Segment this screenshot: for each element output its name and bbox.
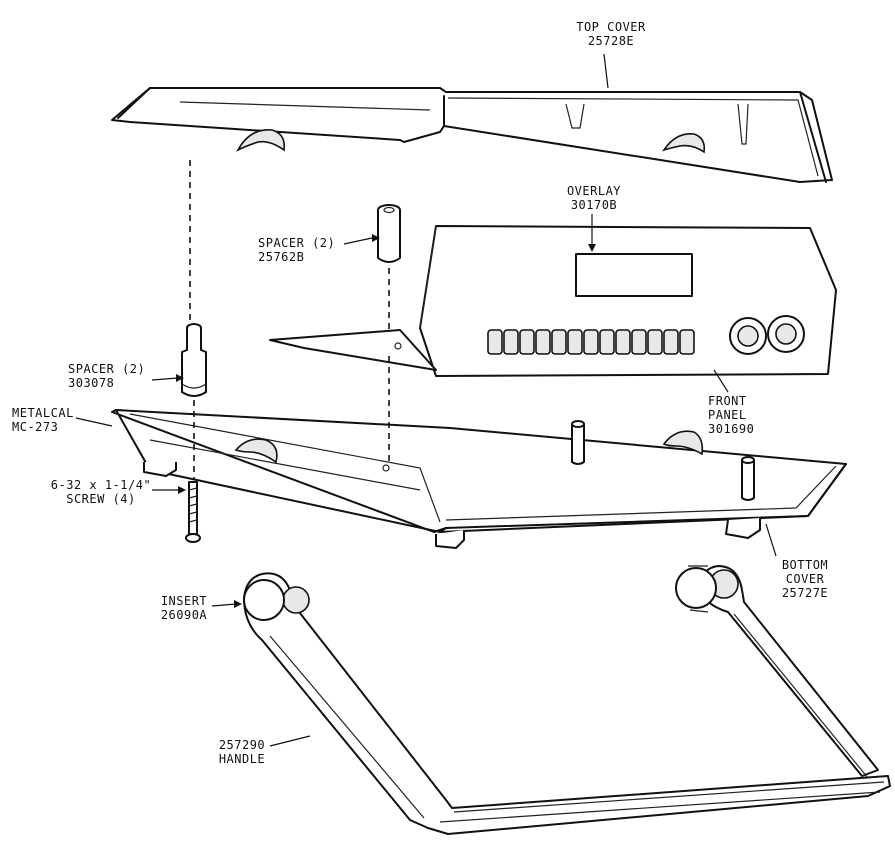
overlay-part-number: 30170B xyxy=(570,198,618,212)
top-cover-part-number: 25728E xyxy=(587,34,635,48)
leader-lines xyxy=(75,53,777,747)
upper-spacer-name: SPACER (2) xyxy=(258,236,336,250)
metalcal-name: METALCAL xyxy=(12,406,74,420)
screw-part xyxy=(185,481,201,543)
handle-name: HANDLE xyxy=(218,752,266,766)
bottom-cover-label: BOTTOM COVER 25727E xyxy=(760,558,850,600)
upper-spacer-part-number: 25762B xyxy=(258,250,305,264)
insert-label: INSERT 26090A xyxy=(152,594,216,622)
upper-spacer-part xyxy=(377,204,401,263)
bottom-cover-line2: COVER xyxy=(785,572,825,586)
lower-spacer-name: SPACER (2) xyxy=(68,362,146,376)
panel-buttons xyxy=(487,329,695,355)
top-cover-name: TOP COVER xyxy=(576,20,646,34)
assembly-lines xyxy=(189,160,390,480)
handle-part-number: 257290 xyxy=(218,738,266,752)
overlay-label: OVERLAY 30170B xyxy=(554,184,634,212)
overlay-name: OVERLAY xyxy=(566,184,622,198)
handle-label: 257290 HANDLE xyxy=(210,738,274,766)
front-panel-line2: PANEL xyxy=(708,408,747,422)
screw-label: 6-32 x 1-1/4" SCREW (4) xyxy=(46,478,156,506)
front-panel-line1: FRONT xyxy=(708,394,747,408)
insert-name: INSERT xyxy=(160,594,208,608)
top-cover-part xyxy=(111,87,833,183)
lower-spacer-part-number: 303078 xyxy=(68,376,115,390)
bottom-cover-line1: BOTTOM xyxy=(781,558,829,572)
insert-part-number: 26090A xyxy=(160,608,208,622)
lower-spacer-label: SPACER (2) 303078 xyxy=(68,362,145,390)
metalcal-label: METALCAL MC-273 xyxy=(12,406,74,434)
front-panel-part xyxy=(269,225,837,377)
screw-line2: SCREW (4) xyxy=(66,492,136,506)
bottom-cover-part-number: 25727E xyxy=(781,586,829,600)
upper-spacer-label: SPACER (2) 25762B xyxy=(258,236,335,264)
lower-spacer-part xyxy=(181,323,207,397)
front-panel-part-number: 301690 xyxy=(708,422,755,436)
bottom-cover-part xyxy=(111,409,847,549)
metalcal-part-number: MC-273 xyxy=(12,420,59,434)
front-panel-label: FRONT PANEL 301690 xyxy=(708,394,754,436)
handle-part xyxy=(243,565,891,835)
screw-line1: 6-32 x 1-1/4" xyxy=(50,478,152,492)
top-cover-label: TOP COVER 25728E xyxy=(566,20,656,48)
